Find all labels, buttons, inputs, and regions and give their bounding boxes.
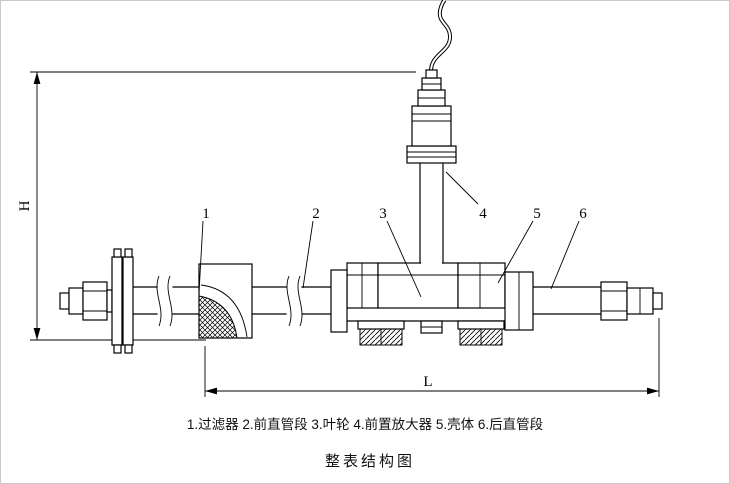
part-label-2: 2 — [312, 206, 320, 222]
l-arrow-left — [205, 387, 217, 395]
dimension-h: H — [17, 71, 416, 341]
sensor-stack — [406, 0, 457, 264]
leader-5 — [497, 220, 534, 284]
leader-1 — [198, 220, 204, 294]
hex-nut — [600, 281, 628, 321]
filter-housing — [198, 263, 253, 339]
pipe-break-curve — [156, 275, 162, 327]
h-arrow-bottom — [33, 328, 41, 340]
filter-hatch — [198, 295, 238, 339]
inlet-flange — [111, 248, 134, 354]
l-arrow-right — [647, 387, 659, 395]
meter-body — [330, 262, 534, 346]
diagram-title: 整表结构图 — [325, 453, 415, 470]
pipe-break-curve — [297, 275, 303, 327]
leader-3 — [386, 220, 422, 298]
cable-gland — [425, 69, 438, 79]
hex-nut — [82, 281, 108, 321]
leader-6 — [550, 220, 580, 290]
leader-2 — [302, 220, 314, 289]
right-end-fitting — [600, 281, 663, 321]
filter-screen-curve — [200, 284, 248, 338]
part-labels: 1 2 3 4 5 6 — [198, 171, 587, 298]
amplifier-body — [411, 105, 452, 147]
dimension-l-label: L — [423, 374, 432, 390]
part-label-6: 6 — [579, 206, 587, 222]
dimension-h-label: H — [17, 200, 33, 211]
body-left-flange — [330, 269, 348, 333]
pipe-break-curve — [167, 275, 173, 327]
pipe-lines — [132, 275, 602, 327]
parts-caption: 1.过滤器 2.前直管段 3.叶轮 4.前置放大器 5.壳体 6.后直管段 — [187, 416, 543, 432]
part-label-1: 1 — [202, 206, 210, 222]
pipe-break-curve — [286, 275, 292, 327]
h-arrow-top — [33, 72, 41, 84]
left-end-fitting — [59, 281, 113, 321]
part-label-4: 4 — [479, 206, 487, 222]
dimension-l: L — [204, 318, 660, 397]
part-label-3: 3 — [379, 206, 387, 222]
mounting-nut — [406, 145, 457, 164]
part-label-5: 5 — [533, 206, 541, 222]
leader-4 — [445, 171, 479, 205]
